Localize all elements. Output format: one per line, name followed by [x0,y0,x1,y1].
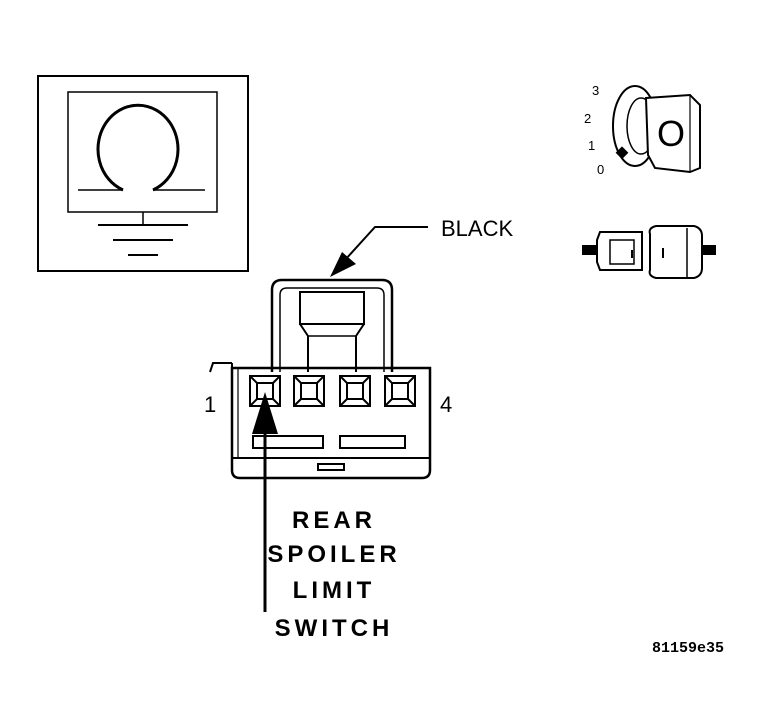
ignition-position-0: 0 [597,162,604,177]
cavity-pointer-arrow [252,392,278,612]
terminal-cavity-3 [339,375,371,407]
terminal-cavity-4 [384,375,416,407]
ignition-position-1: 1 [588,138,595,153]
key-glyph: O [657,113,685,154]
component-name-line-4: SWITCH [275,615,394,642]
component-name-line-2: SPOILER [267,541,400,568]
ohmmeter-icon [37,75,249,272]
component-name-line-3: LIMIT [293,577,376,604]
pin-label-first: 1 [204,392,216,417]
figure-code: 81159e35 [652,640,724,657]
ignition-position-2: 2 [584,111,591,126]
ignition-position-3: 3 [592,83,599,98]
connector-color-label: BLACK [441,216,513,241]
color-callout: BLACK [330,216,513,277]
component-name: REAR SPOILER LIMIT SWITCH [267,507,400,642]
pin-label-last: 4 [440,392,452,417]
terminal-cavity-2 [293,375,325,407]
disconnected-connector-icon [582,225,716,279]
ignition-key-icon: 3 2 1 0 O [584,83,701,177]
component-name-line-1: REAR [292,507,376,534]
